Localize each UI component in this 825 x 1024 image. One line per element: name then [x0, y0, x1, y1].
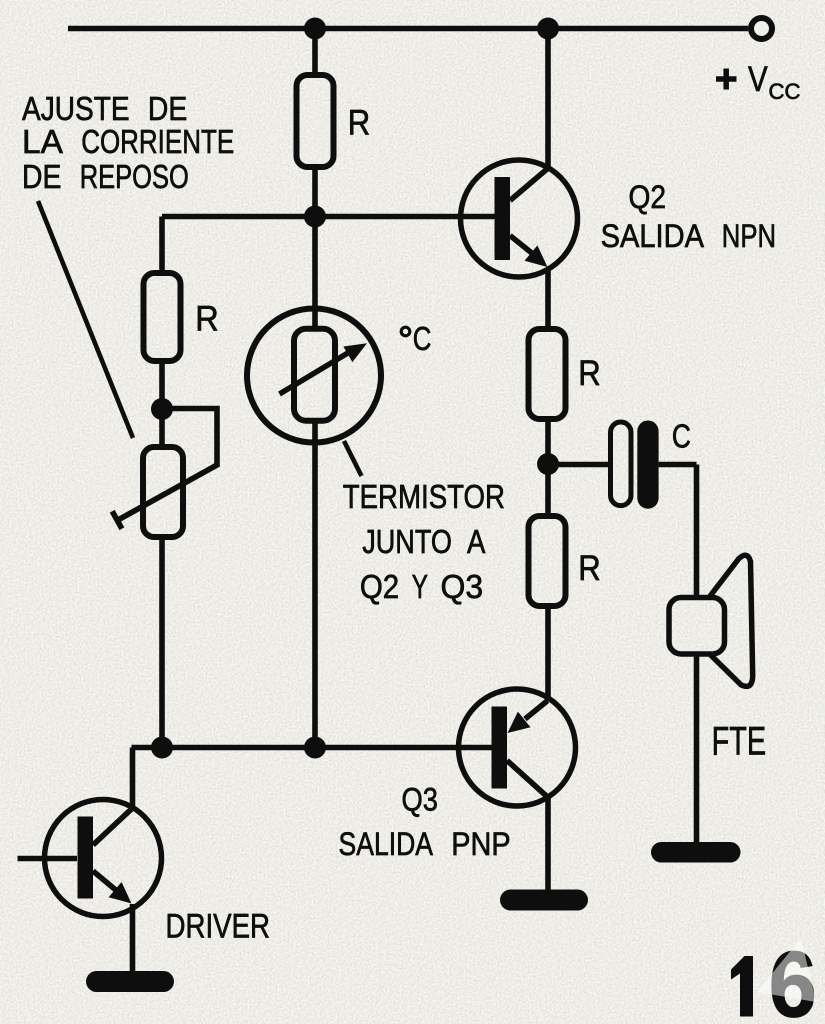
- svg-text:R: R: [195, 298, 219, 338]
- svg-text:C: C: [672, 417, 691, 454]
- svg-text:R: R: [348, 102, 371, 142]
- svg-text:SALIDA: SALIDA: [601, 218, 705, 254]
- svg-text:R: R: [578, 548, 601, 588]
- svg-text:DE: DE: [148, 90, 187, 127]
- svg-text:V: V: [748, 59, 768, 99]
- svg-text:REPOSO: REPOSO: [80, 158, 189, 195]
- svg-text:FTE: FTE: [712, 720, 767, 764]
- svg-text:SALIDA: SALIDA: [339, 826, 434, 862]
- svg-text:C: C: [413, 320, 432, 357]
- svg-text:R: R: [578, 353, 601, 393]
- svg-text:A: A: [467, 523, 485, 560]
- svg-text:CC: CC: [769, 79, 801, 104]
- svg-text:JUNTO: JUNTO: [362, 523, 452, 560]
- svg-text:Q2: Q2: [629, 179, 667, 215]
- svg-text:AJUSTE: AJUSTE: [22, 90, 130, 127]
- svg-text:Q3: Q3: [402, 782, 438, 818]
- svg-text:Q3: Q3: [441, 568, 484, 605]
- svg-text:Y: Y: [412, 568, 428, 605]
- svg-text:TERMISTOR: TERMISTOR: [343, 478, 505, 515]
- svg-text:NPN: NPN: [722, 218, 776, 254]
- svg-text:PNP: PNP: [451, 826, 510, 862]
- svg-text:CORRIENTE: CORRIENTE: [81, 123, 234, 160]
- svg-text:DRIVER: DRIVER: [166, 907, 271, 945]
- svg-text:Q2: Q2: [360, 568, 399, 605]
- svg-text:LA: LA: [22, 123, 63, 160]
- svg-text:DE: DE: [22, 158, 61, 195]
